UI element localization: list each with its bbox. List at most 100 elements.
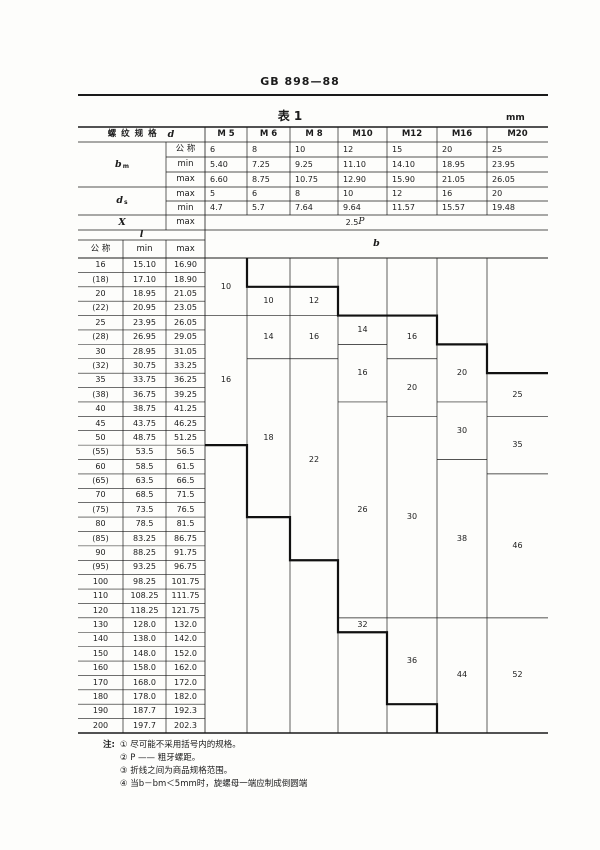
length-nominal: 40 bbox=[95, 404, 106, 414]
length-nominal: 150 bbox=[92, 648, 109, 658]
length-nominal: 120 bbox=[92, 605, 109, 615]
length-max: 152.0 bbox=[174, 648, 197, 658]
ds-value: 4.7 bbox=[210, 203, 223, 212]
length-max: 66.5 bbox=[176, 476, 195, 486]
length-max: 31.05 bbox=[174, 346, 197, 356]
length-min: 15.10 bbox=[133, 260, 156, 270]
length-max: 91.75 bbox=[174, 548, 197, 558]
bm-row-label: max bbox=[176, 174, 195, 185]
length-max: 162.0 bbox=[174, 663, 197, 673]
ds-value: 5.7 bbox=[252, 203, 265, 212]
length-nominal: 100 bbox=[92, 576, 109, 586]
size-header: M16 bbox=[451, 129, 473, 140]
length-max: 18.90 bbox=[174, 274, 197, 284]
length-nominal: 160 bbox=[92, 663, 109, 673]
b-value: 18 bbox=[263, 432, 274, 442]
bm-value: 9.25 bbox=[295, 159, 313, 169]
range-step-line-bottom bbox=[205, 444, 439, 733]
length-max: 21.05 bbox=[174, 288, 197, 298]
ds-subscript: s bbox=[124, 199, 128, 206]
length-max: 39.25 bbox=[174, 389, 197, 399]
length-min: 128.0 bbox=[133, 620, 156, 630]
length-nominal: 140 bbox=[92, 634, 109, 644]
length-max: 142.0 bbox=[174, 634, 197, 644]
length-nominal: 70 bbox=[95, 490, 106, 500]
length-header-min: min bbox=[136, 243, 153, 254]
b-symbol: b bbox=[373, 238, 380, 250]
length-max: 81.5 bbox=[176, 519, 195, 529]
bm-row-label: min bbox=[177, 159, 194, 170]
note-item: ① 尽可能不采用括号内的规格。 bbox=[119, 740, 241, 750]
length-nominal: (55) bbox=[92, 447, 109, 457]
bm-value: 21.05 bbox=[442, 174, 465, 184]
length-max: 202.3 bbox=[174, 720, 197, 730]
ds-value: 9.64 bbox=[343, 203, 361, 212]
ds-value: 15.57 bbox=[442, 203, 465, 212]
length-min: 63.5 bbox=[135, 476, 154, 486]
length-max: 23.05 bbox=[174, 303, 197, 313]
length-max: 111.75 bbox=[171, 591, 200, 601]
length-min: 36.75 bbox=[133, 389, 156, 399]
length-min: 68.5 bbox=[135, 490, 154, 500]
bm-value: 11.10 bbox=[343, 159, 366, 169]
b-value: 52 bbox=[512, 670, 523, 680]
length-min: 197.7 bbox=[133, 720, 156, 730]
unit-label: mm bbox=[506, 113, 525, 123]
bm-subscript: m bbox=[122, 162, 129, 170]
b-value: 44 bbox=[456, 670, 468, 680]
length-min: 48.75 bbox=[133, 432, 156, 442]
b-value: 46 bbox=[512, 540, 523, 550]
b-value: 14 bbox=[357, 324, 368, 334]
length-nominal: 35 bbox=[95, 375, 106, 385]
length-nominal: 16 bbox=[95, 260, 106, 270]
note-list: ① 尽可能不采用括号内的规格。 ② P —— 粗牙螺距。 ③ 折线之间为商品规格… bbox=[120, 739, 307, 791]
bm-value: 8 bbox=[252, 144, 258, 154]
b-value: 10 bbox=[263, 296, 274, 306]
bm-value: 6.60 bbox=[210, 174, 228, 184]
length-header-nominal: 公 称 bbox=[90, 243, 111, 254]
ds-value: 7.64 bbox=[295, 203, 313, 212]
b-value: 22 bbox=[308, 454, 320, 464]
ds-value: 10 bbox=[343, 189, 354, 198]
standard-code: GB 898—88 bbox=[260, 75, 340, 88]
b-value: 30 bbox=[406, 512, 418, 522]
length-nominal: (75) bbox=[92, 504, 109, 514]
bm-value: 8.75 bbox=[252, 174, 270, 184]
bm-value: 12.90 bbox=[343, 174, 366, 184]
note-item: ④ 当b－bm＜5mm时，旋螺母一端应制成倒圆端 bbox=[119, 779, 308, 789]
bm-value: 18.95 bbox=[442, 159, 465, 169]
size-header: M 8 bbox=[305, 129, 323, 140]
length-nominal: 45 bbox=[95, 418, 106, 428]
length-min: 58.5 bbox=[135, 461, 154, 471]
length-min: 93.25 bbox=[133, 562, 156, 572]
length-min: 30.75 bbox=[133, 360, 156, 370]
bm-value: 20 bbox=[442, 144, 453, 154]
b-value: 16 bbox=[220, 375, 232, 385]
length-min: 33.75 bbox=[133, 375, 156, 385]
ds-symbol: d bbox=[116, 195, 124, 207]
b-value: 35 bbox=[512, 440, 523, 450]
length-nominal: (22) bbox=[92, 303, 109, 313]
range-step-line-top bbox=[245, 258, 548, 375]
ds-value: 12 bbox=[392, 189, 403, 198]
bm-value: 23.95 bbox=[492, 159, 515, 169]
length-min: 98.25 bbox=[133, 576, 156, 586]
note-item: ③ 折线之间为商品规格范围。 bbox=[119, 766, 233, 776]
table-title: 表 1 bbox=[277, 109, 303, 123]
length-max: 182.0 bbox=[174, 692, 197, 701]
length-max: 86.75 bbox=[174, 533, 197, 543]
length-nominal: (65) bbox=[92, 476, 109, 486]
length-max: 56.5 bbox=[176, 447, 195, 457]
length-max: 71.5 bbox=[176, 490, 195, 500]
length-min: 78.5 bbox=[135, 519, 154, 529]
b-value: 10 bbox=[220, 281, 232, 291]
ds-value: 5 bbox=[210, 189, 216, 198]
size-header: M12 bbox=[401, 129, 423, 140]
b-value: 14 bbox=[263, 332, 274, 342]
size-header: M 5 bbox=[217, 129, 235, 140]
length-header-max: max bbox=[176, 243, 195, 254]
size-header: M10 bbox=[352, 129, 373, 140]
